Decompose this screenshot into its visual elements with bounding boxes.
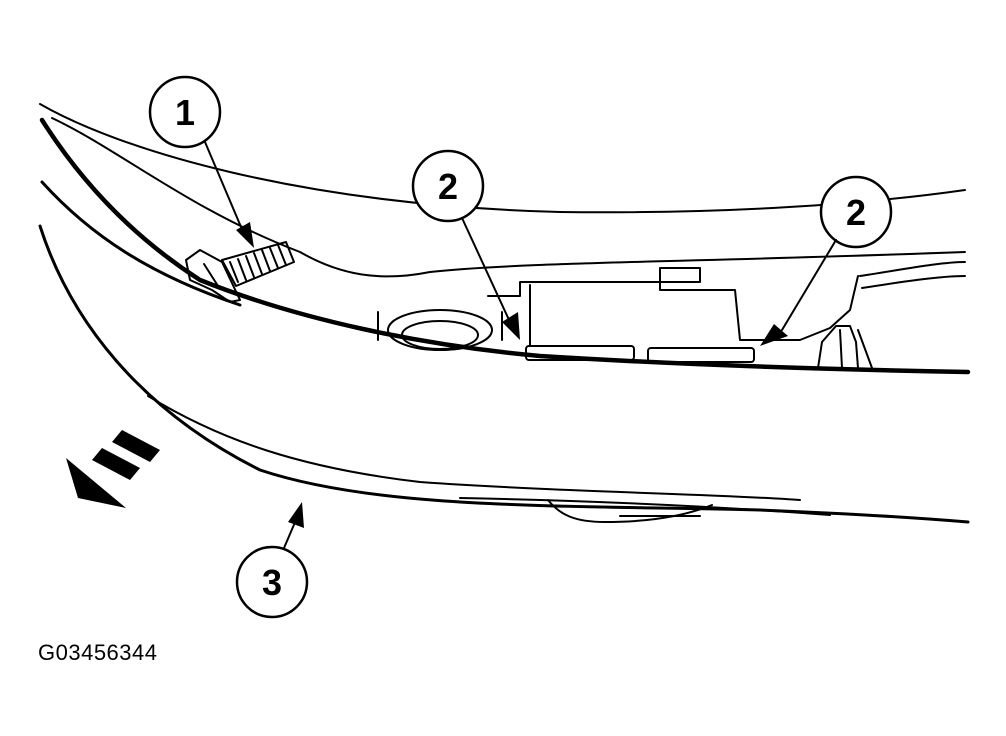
figure-id: G03456344 — [38, 640, 158, 665]
callout-3: 3 — [235, 502, 309, 619]
callout-2-right: 2 — [760, 175, 893, 346]
callout-3-label: 3 — [262, 562, 282, 603]
round-boss-inner — [401, 320, 479, 350]
bumper-top-edge-inner — [40, 180, 242, 307]
bolt — [185, 241, 295, 303]
right-clip-support — [857, 329, 873, 369]
callout-2-left-label: 2 — [438, 166, 458, 207]
fascia-right-contour — [859, 261, 966, 277]
retaining-tab-left — [525, 345, 635, 361]
right-clip — [817, 325, 859, 369]
callout-1-label: 1 — [175, 92, 195, 133]
fascia-right-contour-lower — [861, 275, 966, 289]
callout-2-right-label: 2 — [846, 192, 866, 233]
fascia-top-contour — [51, 117, 966, 278]
center-bracket — [487, 267, 859, 341]
bumper-top-edge — [39, 117, 971, 375]
callout-1: 1 — [148, 75, 254, 248]
bumper-lower-highlight — [459, 497, 831, 516]
boss-base — [377, 311, 503, 341]
bumper-highlight-line — [147, 395, 801, 501]
lower-opening — [547, 499, 713, 523]
dashed-arrow-icon — [66, 430, 160, 508]
retaining-tab-right — [647, 347, 755, 363]
callout-2-left: 2 — [411, 149, 520, 340]
bumper-lower-edge — [38, 224, 970, 524]
